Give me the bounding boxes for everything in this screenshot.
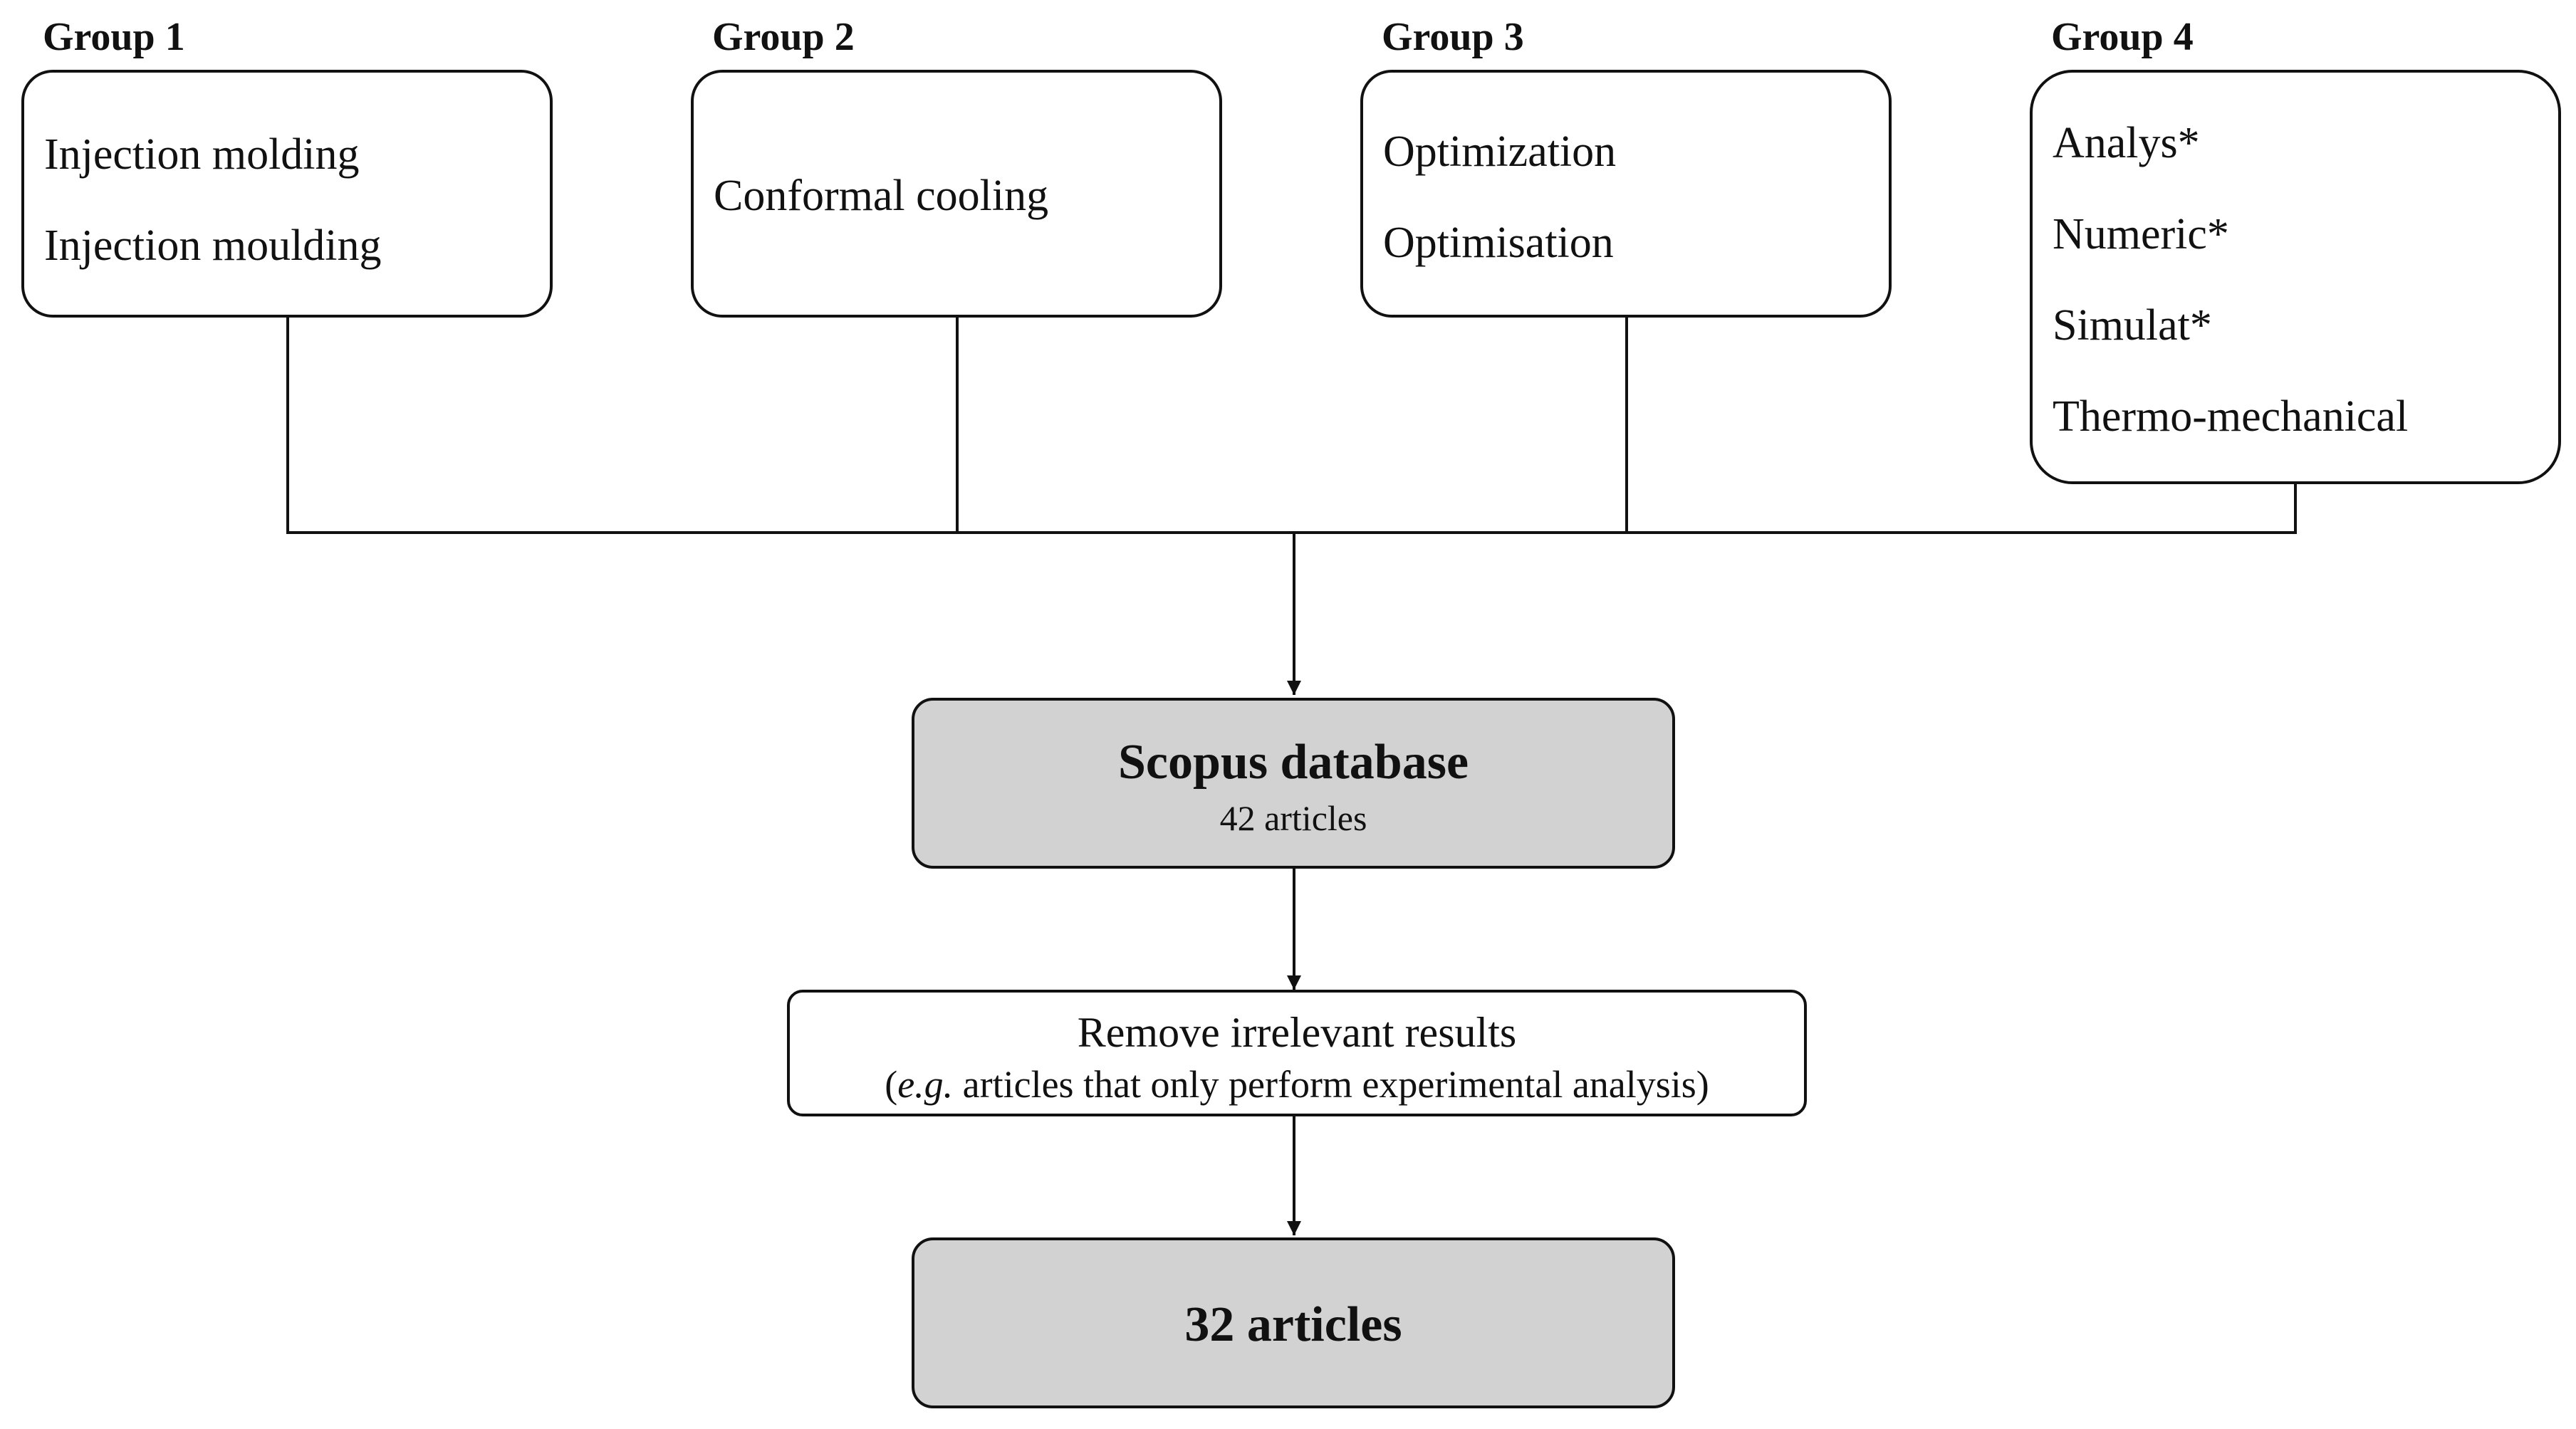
result-box: 32 articles — [912, 1237, 1675, 1408]
group-4-box: Analys* Numeric* Simulat* Thermo-mechani… — [2030, 70, 2561, 484]
group-4-title: Group 4 — [2051, 15, 2194, 59]
database-count: 42 articles — [1219, 798, 1367, 838]
group-1-box: Injection molding Injection moulding — [21, 70, 553, 318]
filter-box: Remove irrelevant results (e.g. articles… — [787, 990, 1807, 1116]
group-3-box: Optimization Optimisation — [1360, 70, 1892, 318]
group-4-term: Analys* — [2053, 119, 2200, 167]
result-title: 32 articles — [1184, 1297, 1402, 1352]
filter-line-2-italic: e.g. — [897, 1063, 954, 1106]
filter-line-2-open: ( — [885, 1063, 898, 1106]
group-2-title: Group 2 — [712, 15, 855, 59]
group-1-term: Injection molding — [44, 130, 360, 179]
filter-line-2: (e.g. articles that only perform experim… — [790, 1065, 1804, 1104]
filter-line-1: Remove irrelevant results — [1077, 1009, 1517, 1056]
group-3-term: Optimization — [1383, 127, 1617, 176]
group-4-term: Simulat* — [2053, 301, 2212, 350]
group-3-term: Optimisation — [1383, 219, 1614, 267]
group-4-term: Thermo-mechanical — [2053, 392, 2409, 441]
group-2-box: Conformal cooling — [691, 70, 1222, 318]
database-title: Scopus database — [1117, 735, 1469, 790]
group-3-title: Group 3 — [1382, 15, 1524, 59]
group-4-term: Numeric* — [2053, 210, 2229, 258]
database-box: Scopus database 42 articles — [912, 698, 1675, 869]
filter-line-2-rest: articles that only perform experimental … — [953, 1063, 1709, 1106]
group-1-title: Group 1 — [43, 15, 185, 59]
group-1-term: Injection moulding — [44, 221, 382, 270]
group-2-term: Conformal cooling — [714, 172, 1049, 220]
